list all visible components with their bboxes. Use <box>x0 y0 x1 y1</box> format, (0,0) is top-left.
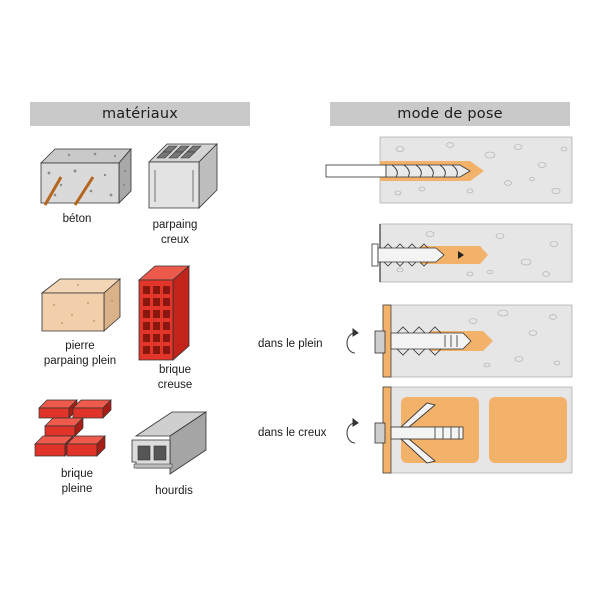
label-brique-pleine: brique pleine <box>52 467 102 497</box>
step-drill-illustration <box>325 136 573 204</box>
label-pierre-line1: pierre <box>65 340 95 352</box>
label-brique-pleine-line2: pleine <box>61 483 93 495</box>
parpaing-creux-illustration <box>148 143 218 209</box>
label-parpaing-creux-line1: parpaing <box>152 219 198 231</box>
label-pierre: pierre parpaing plein <box>35 339 125 369</box>
label-pierre-line2: parpaing plein <box>43 355 117 367</box>
label-dans-le-plein: dans le plein <box>258 338 323 350</box>
label-hourdis: hourdis <box>155 485 193 497</box>
step-creux-illustration <box>346 386 573 474</box>
brique-creuse-illustration <box>137 265 191 361</box>
label-brique-creuse: brique creuse <box>150 363 200 393</box>
brique-pleine-illustration <box>34 399 112 457</box>
label-brique-creuse-line1: brique <box>159 364 191 376</box>
label-dans-le-creux: dans le creux <box>258 427 327 439</box>
label-parpaing-creux-line2: creux <box>160 234 190 246</box>
rotation-arrow-icon <box>346 417 359 444</box>
label-parpaing-creux: parpaing creux <box>145 218 205 248</box>
installation-header-title: mode de pose <box>397 106 503 122</box>
step-plug-illustration <box>371 223 573 283</box>
label-beton: béton <box>62 213 92 225</box>
installation-header: mode de pose <box>330 102 570 126</box>
materials-header-title: matériaux <box>101 106 179 122</box>
hourdis-illustration <box>131 411 208 475</box>
rotation-arrow-icon <box>346 327 359 354</box>
step-plein-illustration <box>346 304 573 378</box>
pierre-illustration <box>40 278 122 332</box>
label-brique-pleine-line1: brique <box>61 468 93 480</box>
materials-header: matériaux <box>30 102 250 126</box>
beton-illustration <box>40 147 132 206</box>
label-brique-creuse-line2: creuse <box>157 379 193 391</box>
